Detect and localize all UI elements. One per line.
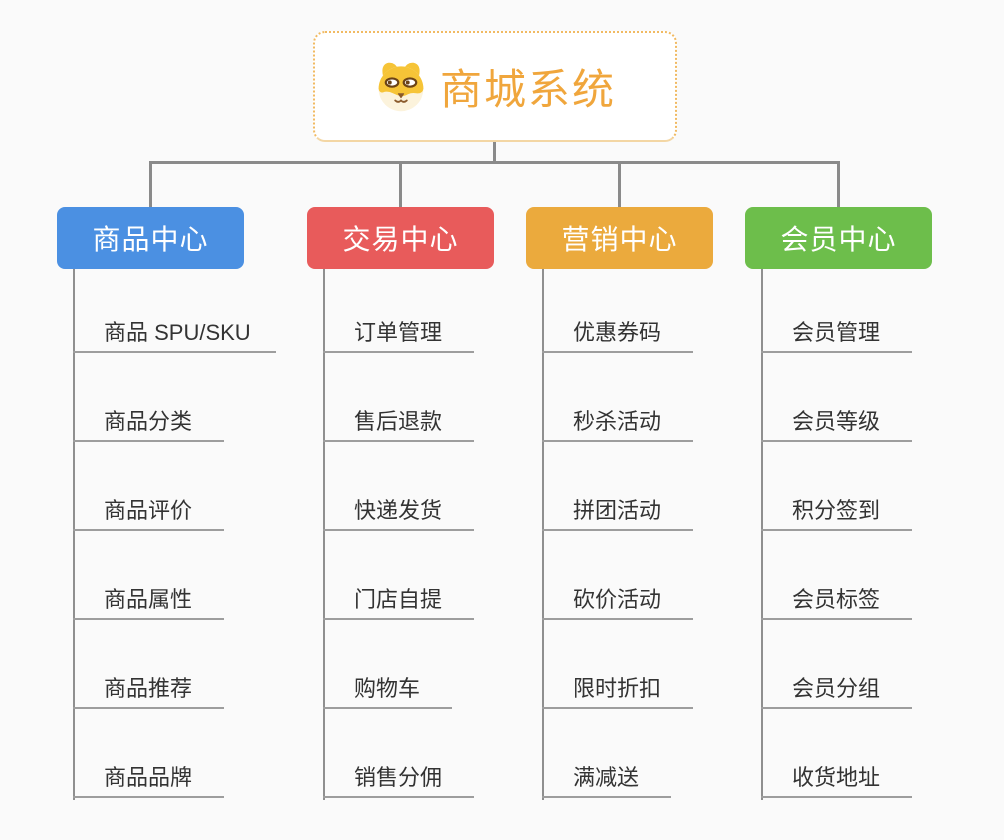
- leaf-item[interactable]: 会员分组: [761, 673, 912, 709]
- root-topic-title: 商城系统: [439, 66, 616, 113]
- leaf-item[interactable]: 积分签到: [761, 495, 912, 531]
- root-connector-stub: [493, 142, 496, 162]
- branch-trade-center: 交易中心 订单管理 售后退款 快递发货 门店自提 购物车 销售分佣: [307, 0, 494, 840]
- leaf-item[interactable]: 优惠券码: [542, 317, 693, 353]
- root-topic[interactable]: 商城系统: [313, 31, 677, 142]
- leaf-item[interactable]: 商品分类: [73, 406, 224, 442]
- connector-drop-line: [149, 161, 152, 207]
- branch-trunk-line: [542, 269, 544, 800]
- branch-header-product-center[interactable]: 商品中心: [57, 207, 244, 269]
- leaf-item[interactable]: 收货地址: [761, 762, 912, 798]
- horizontal-connector-line: [149, 161, 840, 164]
- branch-header-trade-center[interactable]: 交易中心: [307, 207, 494, 269]
- dog-face-icon: [374, 61, 428, 113]
- leaf-item[interactable]: 购物车: [323, 673, 452, 709]
- branch-trunk-line: [761, 269, 763, 800]
- leaf-item[interactable]: 商品品牌: [73, 762, 224, 798]
- leaf-item[interactable]: 订单管理: [323, 317, 474, 353]
- leaf-item[interactable]: 会员等级: [761, 406, 912, 442]
- branch-header-member-center[interactable]: 会员中心: [745, 207, 932, 269]
- connector-drop-line: [837, 161, 840, 207]
- connector-drop-line: [618, 161, 621, 207]
- leaf-item[interactable]: 销售分佣: [323, 762, 474, 798]
- branch-product-center: 商品中心 商品 SPU/SKU 商品分类 商品评价 商品属性 商品推荐 商品品牌: [57, 0, 276, 840]
- connector-drop-line: [399, 161, 402, 207]
- leaf-item[interactable]: 满减送: [542, 762, 671, 798]
- leaf-item[interactable]: 商品属性: [73, 584, 224, 620]
- branch-marketing-center: 营销中心 优惠券码 秒杀活动 拼团活动 砍价活动 限时折扣 满减送: [526, 0, 713, 840]
- leaf-item[interactable]: 快递发货: [323, 495, 474, 531]
- leaf-item[interactable]: 拼团活动: [542, 495, 693, 531]
- leaf-item[interactable]: 会员标签: [761, 584, 912, 620]
- leaf-item[interactable]: 商品推荐: [73, 673, 224, 709]
- leaf-item[interactable]: 砍价活动: [542, 584, 693, 620]
- leaf-item[interactable]: 商品 SPU/SKU: [73, 317, 276, 353]
- branch-trunk-line: [323, 269, 325, 800]
- branch-trunk-line: [73, 269, 75, 800]
- leaf-item[interactable]: 会员管理: [761, 317, 912, 353]
- leaf-item[interactable]: 门店自提: [323, 584, 474, 620]
- leaf-item[interactable]: 售后退款: [323, 406, 474, 442]
- branch-member-center: 会员中心 会员管理 会员等级 积分签到 会员标签 会员分组 收货地址: [745, 0, 932, 840]
- leaf-item[interactable]: 限时折扣: [542, 673, 693, 709]
- leaf-item[interactable]: 商品评价: [73, 495, 224, 531]
- branch-header-marketing-center[interactable]: 营销中心: [526, 207, 713, 269]
- leaf-item[interactable]: 秒杀活动: [542, 406, 693, 442]
